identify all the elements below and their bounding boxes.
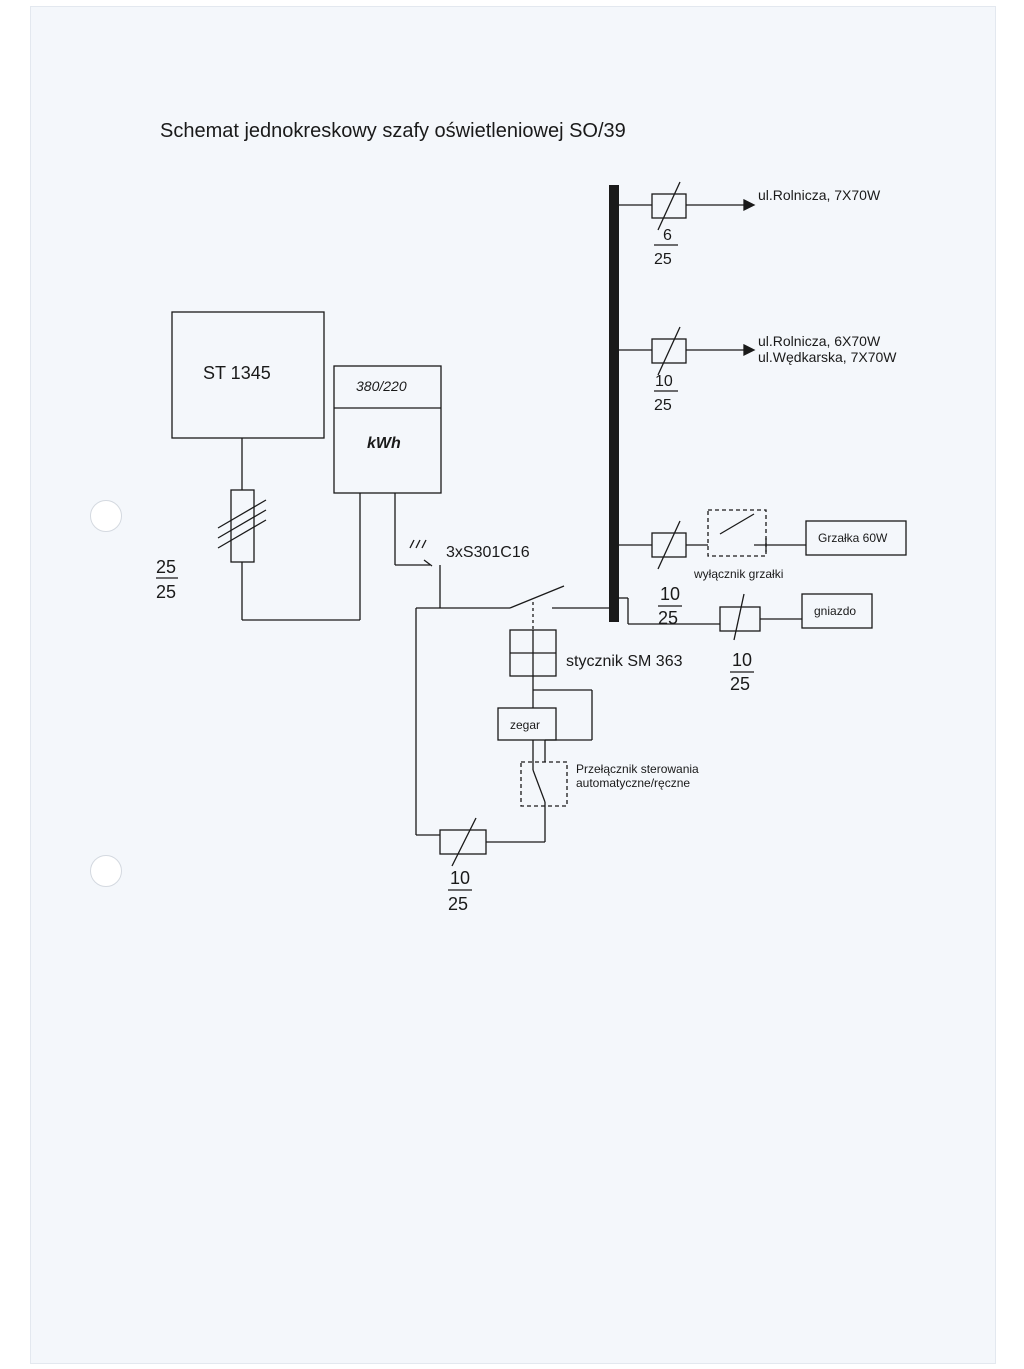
breaker-slash: [657, 326, 681, 376]
breaker-slash: [451, 817, 477, 867]
contactor-label: stycznik SM 363: [566, 653, 683, 670]
feeder-1-rating-bottom: 25: [654, 251, 672, 268]
socket-label: gniazdo: [814, 604, 856, 618]
breaker-symbol-icon: [409, 539, 433, 567]
fuse-box: [230, 489, 255, 563]
feeder-2-destination-1: ul.Rolnicza, 6X70W: [758, 333, 881, 349]
contactor-switch: [509, 585, 565, 609]
breaker-feeder-1: [651, 193, 687, 219]
breaker-slash: [733, 593, 745, 641]
station-label: ST 1345: [203, 363, 271, 383]
socket-branch: gniazdo: [619, 593, 873, 641]
heater-rating-bottom: 25: [658, 608, 678, 628]
heater-branch: Grzałka 60W wyłącznik grzałki: [619, 509, 907, 581]
timer-box: [497, 707, 557, 741]
supply-rating-bottom: 25: [156, 582, 176, 602]
selector-label-line-1: Przełącznik sterowania: [576, 762, 699, 776]
control-breaker: [439, 829, 487, 855]
selector-label-line-2: automatyczne/ręczne: [576, 776, 690, 790]
breaker-feeder-2: [651, 338, 687, 364]
station-box: [171, 311, 325, 439]
feeder-1-rating-top: 6: [663, 227, 672, 244]
meter-voltage-label: 380/220: [356, 378, 407, 394]
breakers-label: 3xS301C16: [446, 544, 530, 561]
breaker-slash: [657, 520, 681, 570]
heater-box: [805, 520, 907, 556]
feeder-2-rating-top: 10: [655, 373, 673, 390]
timer-label: zegar: [510, 718, 540, 732]
feeder-2-destination-2: ul.Wędkarska, 7X70W: [758, 349, 897, 365]
selector-switch-box: [520, 761, 568, 807]
heater-switch-contact: [719, 513, 755, 535]
busbar: [609, 185, 619, 622]
control-rating-bottom: 25: [448, 894, 468, 914]
socket-rating-top: 10: [732, 650, 752, 670]
socket-box: [801, 593, 873, 629]
energy-meter-box: [333, 365, 442, 494]
supply-rating-top: 25: [156, 557, 176, 577]
socket-rating-bottom: 25: [730, 674, 750, 694]
heater-rating-top: 10: [660, 584, 680, 604]
paper-sheet: [30, 6, 996, 1364]
selector-contact: [532, 769, 546, 803]
heater-label: Grzałka 60W: [818, 531, 888, 545]
control-rating-top: 10: [450, 868, 470, 888]
arrow-icon: [743, 343, 756, 357]
heater-switch-label: wyłącznik grzałki: [693, 567, 783, 581]
punch-hole-icon: [90, 855, 122, 887]
feeder-2-rating-bottom: 25: [654, 397, 672, 414]
feeder-2: ul.Rolnicza, 6X70W ul.Wędkarska, 7X70W 1…: [619, 326, 897, 414]
heater-switch-box: [707, 509, 767, 557]
meter-unit-label: kWh: [367, 435, 401, 452]
feeder-1: ul.Rolnicza, 7X70W 6 25: [619, 181, 881, 268]
arrow-icon: [743, 198, 756, 212]
feeder-1-destination: ul.Rolnicza, 7X70W: [758, 187, 881, 203]
supply-fuse: [217, 438, 361, 621]
punch-hole-icon: [90, 500, 122, 532]
diagram-title: Schemat jednokreskowy szafy oświetleniow…: [160, 120, 626, 142]
breaker-slash: [657, 181, 681, 231]
